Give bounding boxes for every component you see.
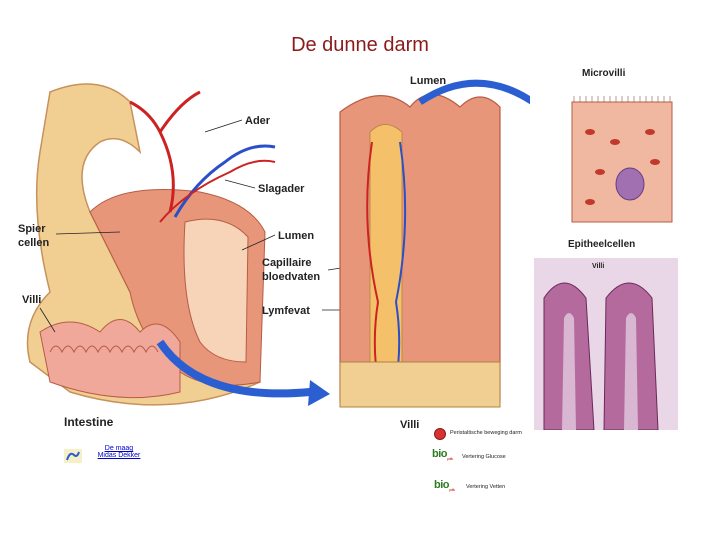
label-villi-left: Villi xyxy=(22,294,41,306)
lumen-cavity xyxy=(183,218,249,363)
label-lymfevat: Lymfevat xyxy=(262,305,310,317)
bio-logo-sub: pdfs xyxy=(447,456,453,462)
glucose-link[interactable]: Vertering Glucose xyxy=(462,454,506,460)
maag-link-line1: De maag xyxy=(104,445,134,452)
vetten-link[interactable]: Vertering Vetten xyxy=(466,484,506,490)
label-capillaire-line2: bloedvaten xyxy=(262,271,320,283)
villus-base xyxy=(339,361,501,408)
label-spier-line2: cellen xyxy=(18,237,49,249)
label-villi-bottom: Villi xyxy=(400,419,419,431)
microvilli-figure: Microvilli Epitheelcellen xyxy=(568,68,673,250)
maag-link[interactable]: De maag Midas Dekker xyxy=(94,445,144,459)
label-lumen-top: Lumen xyxy=(410,75,446,87)
label-epitheel: Epitheelcellen xyxy=(568,239,635,250)
page-title: De dunne darm xyxy=(291,34,429,56)
cell-nucleus xyxy=(615,167,645,201)
label-intestine: Intestine xyxy=(64,415,114,429)
artery-vessel xyxy=(129,90,201,213)
arrow-to-microvilli xyxy=(418,79,530,105)
villus-core-left xyxy=(562,313,576,430)
label-spier-line1: Spier xyxy=(18,223,46,235)
villi-band xyxy=(39,319,181,399)
arrow-to-villus xyxy=(156,339,311,398)
vein-vessel xyxy=(173,144,276,218)
peristaltiek-link[interactable]: Peristaltische beweging darm xyxy=(450,430,522,436)
artery-branch xyxy=(159,159,276,223)
bio-logo-glucose[interactable]: biopdfs xyxy=(432,448,453,461)
histology-photo: Villi xyxy=(534,258,678,430)
label-histo-villi: Villi xyxy=(592,263,604,270)
villus-core xyxy=(369,124,403,403)
peristaltiek-icon[interactable] xyxy=(434,428,446,440)
bio-logo-text: bio xyxy=(434,479,450,491)
arrow-to-villus-head xyxy=(308,380,330,406)
bio-logo-vetten[interactable]: biopdfs xyxy=(434,479,455,492)
label-ader: Ader xyxy=(245,115,271,127)
microvilli-brush xyxy=(573,96,671,102)
intestine-figure: Ader Slagader Lumen Spier cellen Villi C… xyxy=(18,75,530,431)
villi-bumps xyxy=(49,345,159,354)
bio-logo-text: bio xyxy=(432,448,448,460)
label-capillaire-line1: Capillaire xyxy=(262,257,312,269)
villus-core-right xyxy=(624,313,638,430)
bio-logo-sub: pdfs xyxy=(449,487,455,493)
label-microvilli: Microvilli xyxy=(582,68,626,79)
maag-link-line2: Midas Dekker xyxy=(97,452,141,459)
maag-logo-icon[interactable] xyxy=(64,449,82,463)
villus-block xyxy=(339,94,501,403)
label-lumen-left: Lumen xyxy=(278,230,314,242)
label-slagader: Slagader xyxy=(258,183,305,195)
mitochondria xyxy=(585,129,660,205)
